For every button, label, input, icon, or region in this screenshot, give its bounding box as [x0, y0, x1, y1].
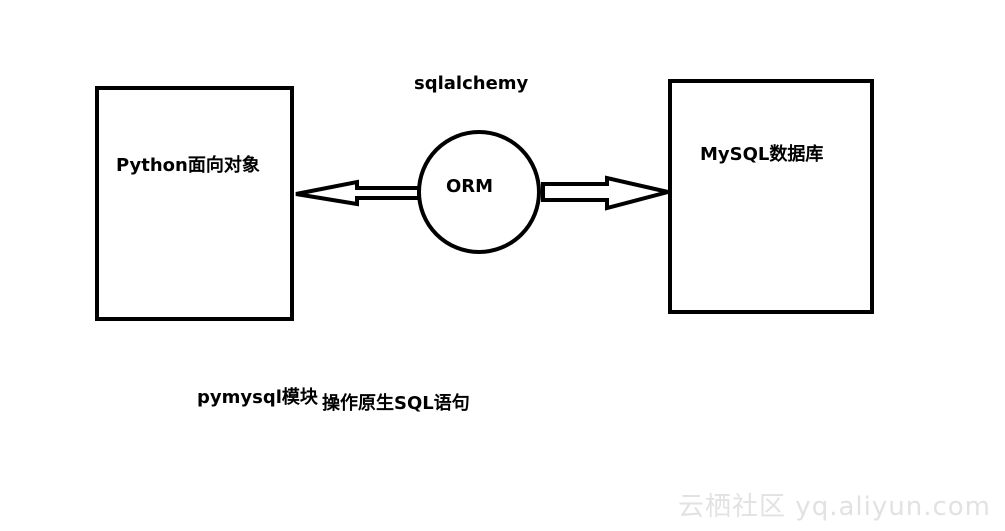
arrow-to-python [295, 179, 421, 207]
raw-sql-label: 操作原生SQL语句 [322, 393, 470, 414]
mysql-database-label: MySQL数据库 [700, 144, 824, 165]
pymysql-module-label: pymysql模块 [197, 387, 318, 408]
python-box [95, 86, 294, 321]
mysql-box [668, 79, 874, 314]
arrow-to-mysql [541, 175, 669, 211]
python-oop-label: Python面向对象 [116, 155, 260, 176]
sqlalchemy-label: sqlalchemy [414, 73, 529, 94]
watermark: 云栖社区 yq.aliyun.com [678, 492, 991, 522]
orm-label: ORM [446, 176, 494, 197]
